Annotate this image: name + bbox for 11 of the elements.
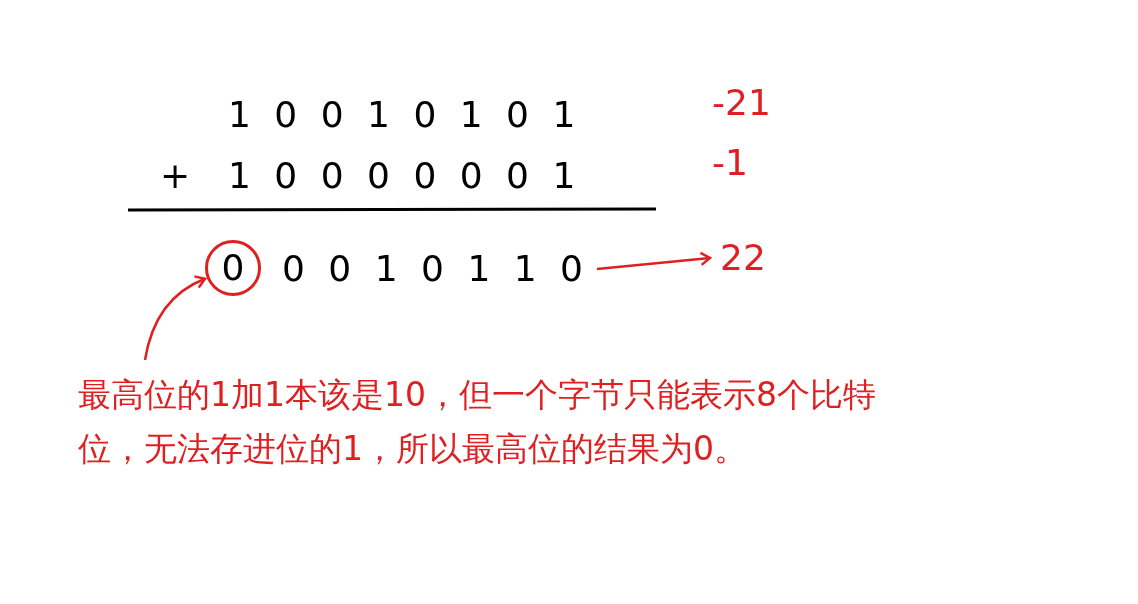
decimal-value: -21 bbox=[712, 85, 771, 121]
arrow bbox=[143, 275, 207, 361]
circled-digit: 0 bbox=[205, 240, 261, 296]
note-text: 最高位的1加1本该是10，但一个字节只能表示8个比特位，无法存进位的1，所以最高位的结果为0。 bbox=[78, 368, 878, 477]
decimal-value: 22 bbox=[720, 240, 766, 276]
plus-sign: + bbox=[160, 158, 191, 194]
binary-number: 1 0 0 1 0 1 0 1 bbox=[228, 97, 576, 133]
binary-number: 1 0 0 0 0 0 0 1 bbox=[228, 158, 576, 194]
decimal-value: -1 bbox=[712, 145, 748, 181]
binary-number: 0 0 1 0 1 1 0 bbox=[282, 251, 583, 287]
arrow bbox=[596, 251, 712, 271]
